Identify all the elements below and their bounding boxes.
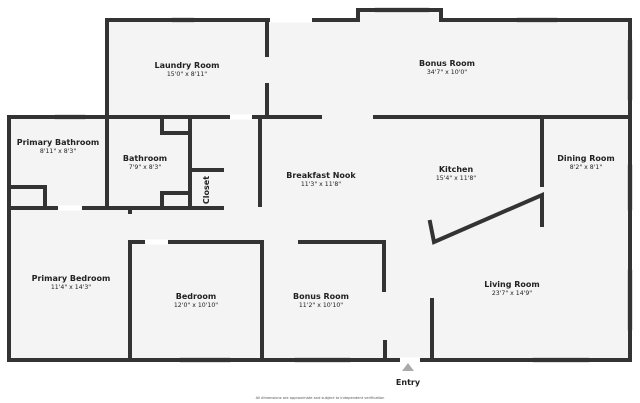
room-name: Breakfast Nook bbox=[286, 171, 356, 180]
room-closet: Closet bbox=[202, 176, 211, 204]
room-dimensions: 11'2" x 10'10" bbox=[299, 302, 343, 309]
room-bedroom: Bedroom 12'0" x 10'10" bbox=[174, 292, 218, 309]
room-dimensions: 23'7" x 14'9" bbox=[492, 290, 532, 297]
room-name: Laundry Room bbox=[154, 61, 219, 70]
walls bbox=[7, 8, 632, 363]
entry-label: Entry bbox=[396, 378, 421, 387]
room-primary-bedroom: Primary Bedroom 11'4" x 14'3" bbox=[32, 274, 111, 291]
room-name: Primary Bedroom bbox=[32, 274, 111, 283]
room-primary-bathroom: Primary Bathroom 8'11" x 8'3" bbox=[17, 138, 100, 155]
room-breakfast-nook: Breakfast Nook 11'3" x 11'8" bbox=[286, 171, 356, 188]
room-dimensions: 8'11" x 8'3" bbox=[40, 148, 77, 155]
room-name: Bathroom bbox=[123, 154, 167, 163]
room-laundry: Laundry Room 15'0" x 8'11" bbox=[154, 61, 219, 78]
room-dimensions: 15'4" x 11'8" bbox=[436, 175, 476, 182]
room-name: Bonus Room bbox=[419, 59, 475, 68]
room-dimensions: 11'4" x 14'3" bbox=[51, 284, 91, 291]
room-name: Closet bbox=[202, 176, 211, 204]
room-kitchen: Kitchen 15'4" x 11'8" bbox=[436, 165, 476, 182]
room-dimensions: 11'3" x 11'8" bbox=[301, 181, 341, 188]
room-bonus-top: Bonus Room 34'7" x 10'0" bbox=[419, 59, 475, 76]
room-dimensions: 7'9" x 8'3" bbox=[129, 164, 162, 171]
floor bbox=[9, 10, 630, 360]
entry-arrow-icon bbox=[402, 363, 414, 371]
footer-disclaimer: All dimensions are approximate and subje… bbox=[256, 396, 385, 400]
room-dimensions: 15'0" x 8'11" bbox=[167, 71, 207, 78]
room-name: Bonus Room bbox=[293, 292, 349, 301]
room-dimensions: 12'0" x 10'10" bbox=[174, 302, 218, 309]
room-dimensions: 8'2" x 8'1" bbox=[570, 164, 603, 171]
room-bonus-bottom: Bonus Room 11'2" x 10'10" bbox=[293, 292, 349, 309]
room-name: Dining Room bbox=[557, 154, 615, 163]
room-name: Bedroom bbox=[176, 292, 217, 301]
room-name: Living Room bbox=[484, 280, 540, 289]
room-name: Primary Bathroom bbox=[17, 138, 100, 147]
room-dining: Dining Room 8'2" x 8'1" bbox=[557, 154, 615, 171]
room-name: Kitchen bbox=[439, 165, 474, 174]
room-dimensions: 34'7" x 10'0" bbox=[427, 69, 467, 76]
room-living: Living Room 23'7" x 14'9" bbox=[484, 280, 540, 297]
room-bathroom: Bathroom 7'9" x 8'3" bbox=[123, 154, 167, 171]
